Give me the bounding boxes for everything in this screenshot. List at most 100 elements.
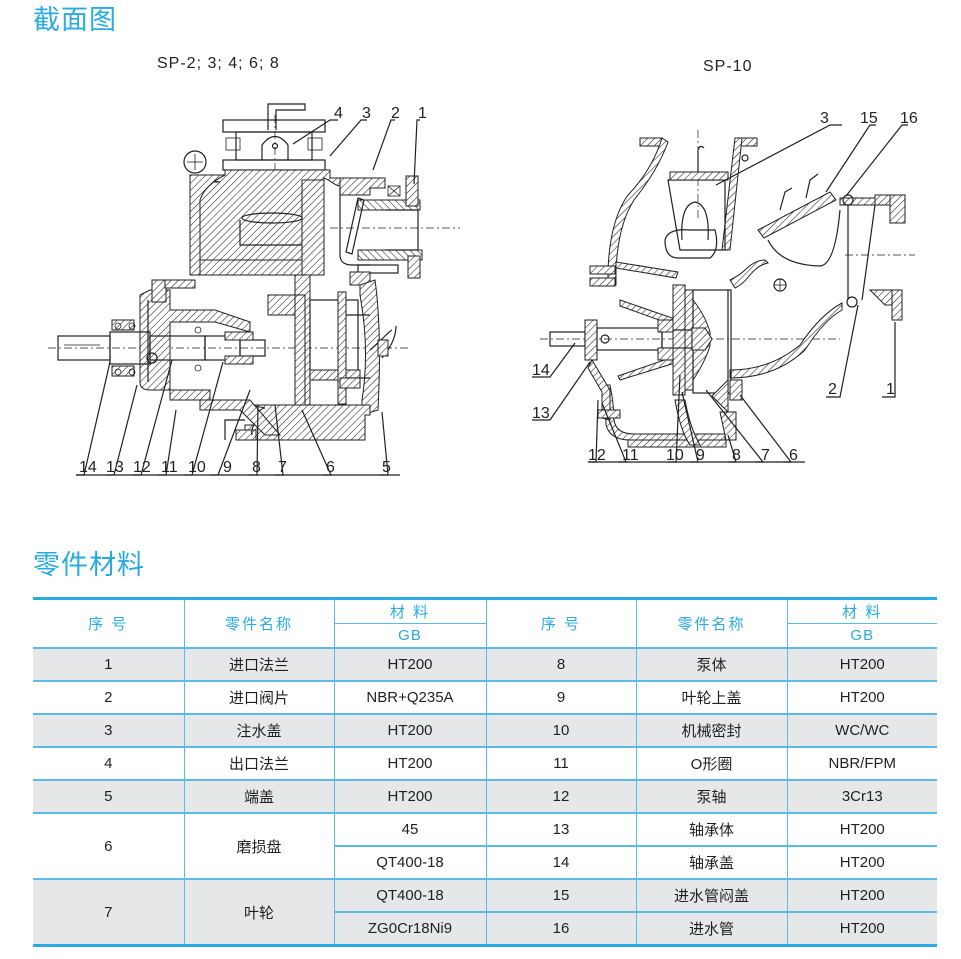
callout-14: 14 [532,362,550,379]
part-no: 12 [485,779,637,814]
part-material: HT200 [786,680,937,715]
cross-section-drawing-sp10: 1 2 3 6 7 8 9 10 11 12 13 14 15 16 [532,110,918,464]
part-material: HT200 [786,812,937,847]
callout-9: 9 [223,459,232,476]
part-no: 15 [485,878,637,913]
part-name: 轴承体 [635,812,788,847]
parts-materials-table: 序 号 零件名称 材 料 序 号 零件名称 材 料 GB GB 1 进口法兰 H… [33,597,937,947]
table-row: 4 出口法兰 HT200 11 O形圈 NBR/FPM [33,746,937,781]
part-no: 7 [33,878,185,946]
part-name: 磨损盘 [183,812,335,880]
part-material: 45 [333,812,487,847]
callout-8: 8 [732,447,741,464]
part-material: HT200 [333,746,487,781]
callout-6: 6 [326,459,335,476]
part-material: HT200 [333,647,487,682]
callout-6: 6 [789,447,798,464]
callout-13: 13 [106,459,124,476]
callout-12: 12 [588,447,606,464]
header-standard: GB [786,623,937,649]
callout-5: 5 [382,459,391,476]
callout-10: 10 [188,459,206,476]
part-name: 机械密封 [635,713,788,748]
part-no: 11 [485,746,637,781]
part-material: HT200 [786,911,937,946]
callout-14: 14 [79,459,97,476]
header-material: 材 料 [786,598,937,624]
callout-9: 9 [696,447,705,464]
table-row: ZG0Cr18Ni9 16 进水管 HT200 [33,911,937,946]
section-title-parts-materials: 零件材料 [33,550,145,581]
callout-2: 2 [391,105,400,122]
drawing-label-sp2-8: SP-2; 3; 4; 6; 8 [157,55,280,72]
part-material: HT200 [786,845,937,880]
part-no: 6 [33,812,185,880]
callout-7: 7 [761,447,770,464]
callout-7: 7 [278,459,287,476]
callout-3: 3 [820,110,829,127]
callout-4: 4 [334,105,343,122]
header-no: 序 号 [33,598,185,649]
table-row: 2 进口阀片 NBR+Q235A 9 叶轮上盖 HT200 [33,680,937,715]
callouts-sp10: 1 2 3 6 7 8 9 10 11 12 13 14 15 16 [532,110,918,464]
part-material: NBR/FPM [786,746,937,781]
callout-1: 1 [886,381,895,398]
header-no: 序 号 [485,598,637,649]
part-name: 叶轮 [183,878,335,946]
callout-13: 13 [532,405,550,422]
callout-1: 1 [418,105,427,122]
part-name: 进水管 [635,911,788,946]
part-name: 进水管闷盖 [635,878,788,913]
part-name: 泵体 [635,647,788,682]
part-name: 出口法兰 [183,746,335,781]
part-no: 3 [33,713,185,748]
callout-8: 8 [252,459,261,476]
table-row: 3 注水盖 HT200 10 机械密封 WC/WC [33,713,937,748]
callout-10: 10 [666,447,684,464]
cross-section-drawing-sp2-8: 1 2 3 4 5 6 7 8 9 10 11 12 13 14 [48,103,460,476]
table-row: 7 叶轮 QT400-18 15 进水管闷盖 HT200 [33,878,937,946]
part-material: 3Cr13 [786,779,937,814]
part-material: NBR+Q235A [333,680,487,715]
part-name: 轴承盖 [635,845,788,880]
callouts-sp2-8: 1 2 3 4 5 6 7 8 9 10 11 12 13 14 [79,105,427,476]
header-standard: GB [334,623,487,649]
part-name: 注水盖 [183,713,335,748]
part-no: 4 [33,746,185,781]
part-no: 2 [33,680,185,715]
header-name: 零件名称 [183,598,335,649]
part-material: QT400-18 [333,878,487,913]
callout-12: 12 [133,459,151,476]
part-name: 进口法兰 [183,647,335,682]
table-row: 6 磨损盘 45 13 轴承体 HT200 [33,812,937,880]
table-row: 5 端盖 HT200 12 泵轴 3Cr13 [33,779,937,814]
table-row: 1 进口法兰 HT200 8 泵体 HT200 [33,647,937,682]
part-no: 13 [485,812,637,847]
part-name: 端盖 [183,779,335,814]
section-title-cross-section: 截面图 [33,5,117,36]
part-material: WC/WC [786,713,937,748]
header-name: 零件名称 [635,598,788,649]
part-no: 14 [485,845,637,880]
callout-2: 2 [828,381,837,398]
part-name: 叶轮上盖 [635,680,788,715]
header-material: 材 料 [333,598,487,624]
drawing-label-sp10: SP-10 [703,58,753,75]
part-no: 5 [33,779,185,814]
part-no: 9 [485,680,637,715]
callout-11: 11 [161,459,178,476]
callout-16: 16 [900,110,918,127]
part-no: 16 [485,911,637,946]
part-name: 进口阀片 [183,680,335,715]
part-material: HT200 [786,647,937,682]
part-name: O形圈 [635,746,788,781]
part-material: HT200 [333,713,487,748]
part-material: QT400-18 [334,845,487,880]
part-material: HT200 [786,878,937,913]
part-no: 1 [33,647,185,682]
callout-3: 3 [362,105,371,122]
part-no: 8 [485,647,637,682]
part-material: HT200 [333,779,487,814]
callout-15: 15 [860,110,878,127]
part-name: 泵轴 [635,779,788,814]
